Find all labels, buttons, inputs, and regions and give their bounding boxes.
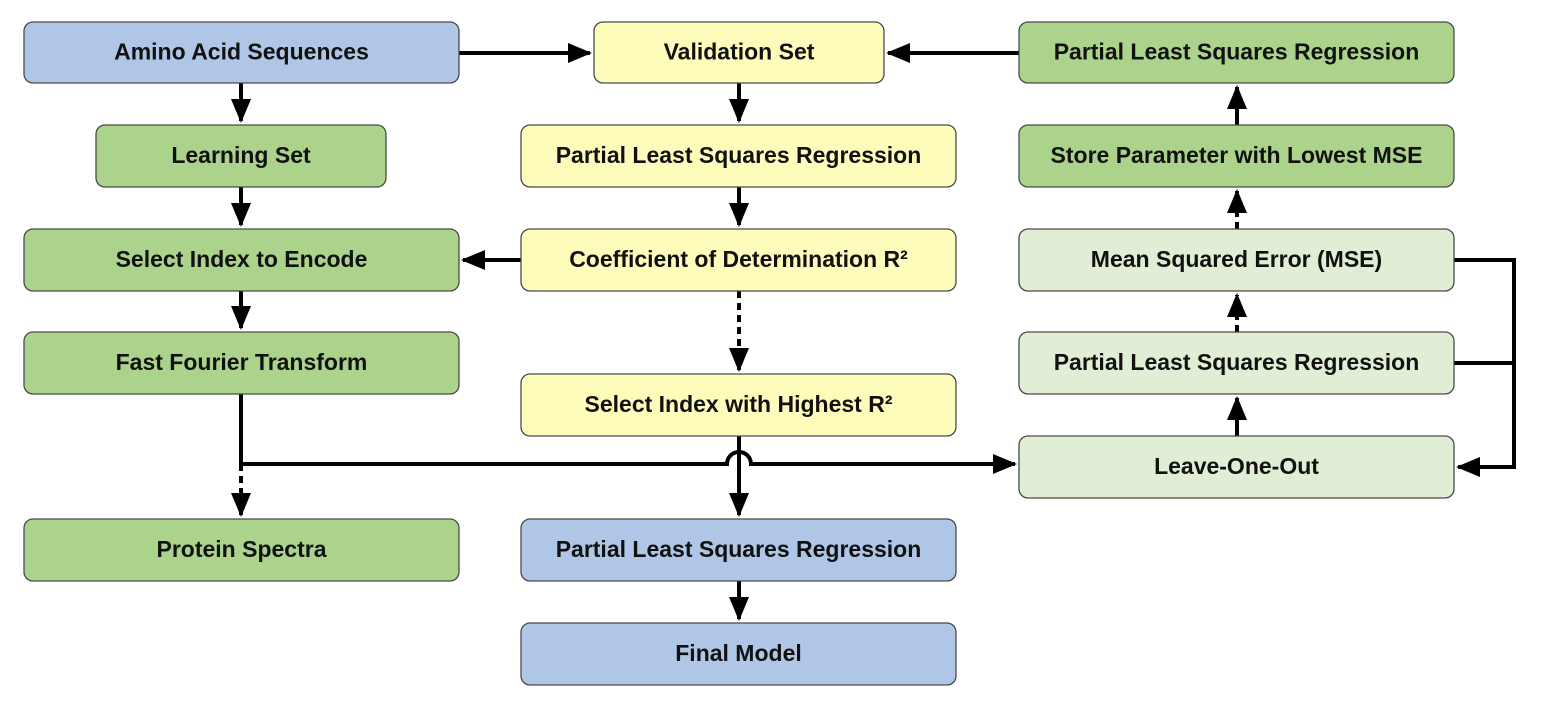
node-label-coefficient-of-determination: Coefficient of Determination R² — [569, 246, 908, 272]
node-label-select-index-highest-r2: Select Index with Highest R² — [585, 391, 893, 417]
node-label-mean-squared-error: Mean Squared Error (MSE) — [1091, 246, 1382, 272]
node-learning-set: Learning Set — [95, 124, 387, 188]
node-box-amino-acid-sequences — [23, 21, 460, 84]
node-box-select-index-to-encode — [23, 228, 460, 292]
node-box-store-parameter-lowest-mse — [1018, 124, 1455, 188]
node-box-leave-one-out — [1018, 435, 1455, 499]
node-pls-validation: Partial Least Squares Regression — [520, 124, 957, 188]
node-box-protein-spectra — [23, 518, 460, 582]
node-label-store-parameter-lowest-mse: Store Parameter with Lowest MSE — [1051, 142, 1423, 168]
node-final-model: Final Model — [520, 622, 957, 686]
node-box-validation-set — [593, 21, 885, 84]
node-fast-fourier-transform: Fast Fourier Transform — [23, 331, 460, 395]
node-amino-acid-sequences: Amino Acid Sequences — [23, 21, 460, 84]
node-label-validation-set: Validation Set — [664, 39, 815, 65]
node-box-select-index-highest-r2 — [520, 373, 957, 437]
node-select-index-to-encode: Select Index to Encode — [23, 228, 460, 292]
node-label-pls-final: Partial Least Squares Regression — [556, 536, 922, 562]
node-label-leave-one-out: Leave-One-Out — [1154, 453, 1319, 479]
node-box-learning-set — [95, 124, 387, 188]
node-label-pls-top-right: Partial Least Squares Regression — [1054, 39, 1420, 65]
node-label-protein-spectra: Protein Spectra — [157, 536, 327, 562]
node-validation-set: Validation Set — [593, 21, 885, 84]
node-label-learning-set: Learning Set — [171, 142, 311, 168]
node-pls-loo: Partial Least Squares Regression — [1018, 331, 1455, 395]
node-pls-final: Partial Least Squares Regression — [520, 518, 957, 582]
node-select-index-highest-r2: Select Index with Highest R² — [520, 373, 957, 437]
node-label-amino-acid-sequences: Amino Acid Sequences — [114, 39, 369, 65]
node-pls-top-right: Partial Least Squares Regression — [1018, 21, 1455, 84]
node-store-parameter-lowest-mse: Store Parameter with Lowest MSE — [1018, 124, 1455, 188]
node-box-coefficient-of-determination — [520, 228, 957, 292]
node-box-final-model — [520, 622, 957, 686]
node-mean-squared-error: Mean Squared Error (MSE) — [1018, 228, 1455, 292]
node-box-pls-final — [520, 518, 957, 582]
node-label-pls-validation: Partial Least Squares Regression — [556, 142, 922, 168]
node-box-fast-fourier-transform — [23, 331, 460, 395]
node-box-pls-validation — [520, 124, 957, 188]
node-label-pls-loo: Partial Least Squares Regression — [1054, 349, 1420, 375]
node-label-fast-fourier-transform: Fast Fourier Transform — [116, 349, 368, 375]
node-leave-one-out: Leave-One-Out — [1018, 435, 1455, 499]
node-label-select-index-to-encode: Select Index to Encode — [116, 246, 368, 272]
edges-layer — [231, 43, 1516, 621]
node-box-mean-squared-error — [1018, 228, 1455, 292]
node-coefficient-of-determination: Coefficient of Determination R² — [520, 228, 957, 292]
node-protein-spectra: Protein Spectra — [23, 518, 460, 582]
node-label-final-model: Final Model — [675, 640, 802, 666]
node-box-pls-top-right — [1018, 21, 1455, 84]
node-box-pls-loo — [1018, 331, 1455, 395]
